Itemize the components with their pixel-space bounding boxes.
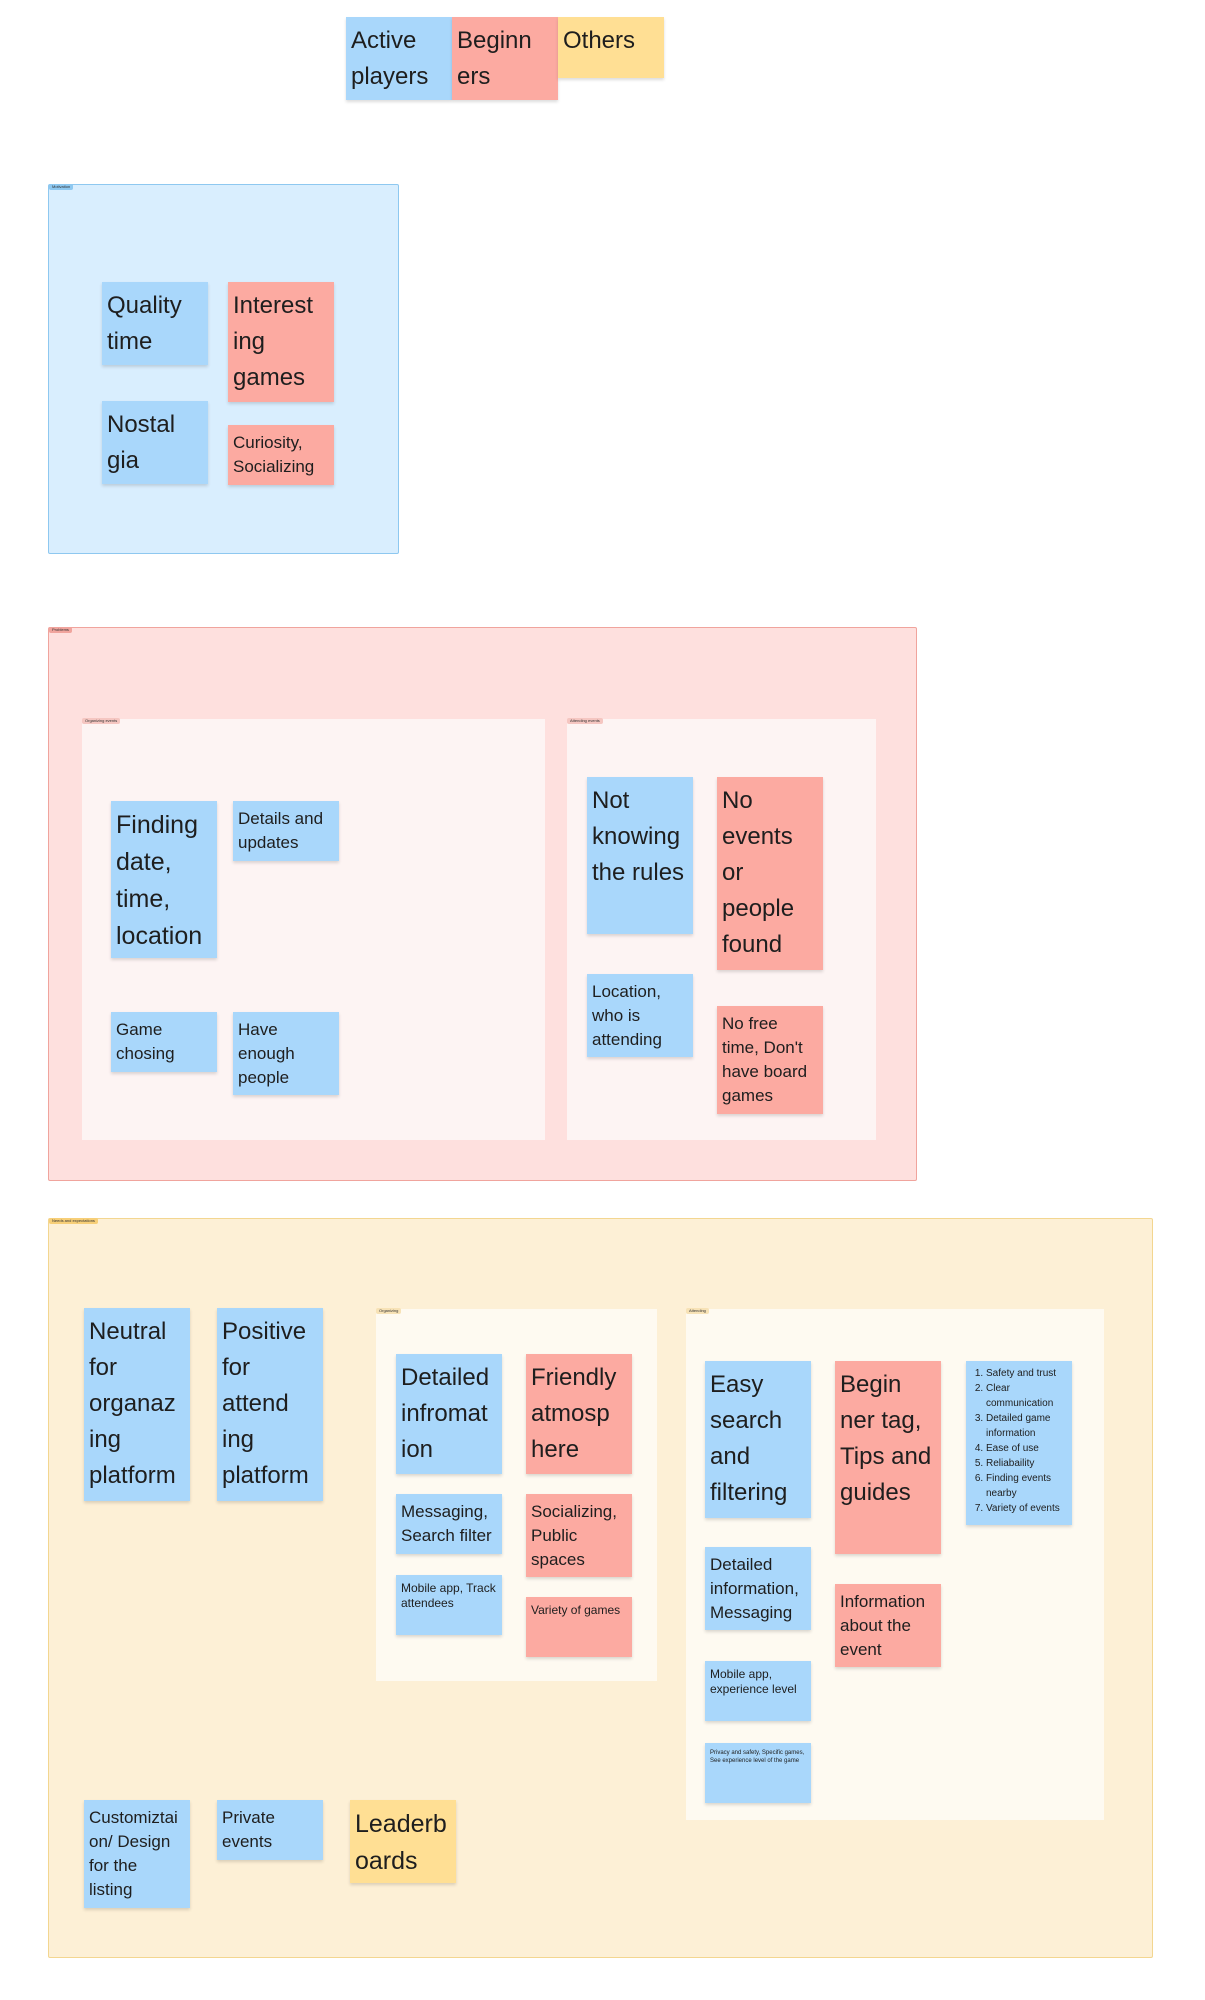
note-friendly-atmosphere[interactable]: Friendly atmosp here: [526, 1354, 632, 1474]
note-leaderboards[interactable]: Leaderb oards: [350, 1800, 456, 1883]
note-privacy-safety[interactable]: Privacy and safety, Specific games, See …: [705, 1743, 811, 1803]
note-needs-list[interactable]: Safety and trust Clear communication Det…: [966, 1361, 1072, 1525]
note-socializing-public-spaces[interactable]: Socializing, Public spaces: [526, 1494, 632, 1577]
legend-others[interactable]: Others: [558, 17, 664, 78]
needs-attending-frame[interactable]: Attending Easy search and filtering Deta…: [686, 1308, 1104, 1820]
note-details-and-updates[interactable]: Details and updates: [233, 801, 339, 861]
note-variety-of-games[interactable]: Variety of games: [526, 1597, 632, 1657]
note-mobile-app-track-attendees[interactable]: Mobile app, Track attendees: [396, 1575, 502, 1635]
note-private-events[interactable]: Private events: [217, 1800, 323, 1860]
note-information-about-event[interactable]: Information about the event: [835, 1584, 941, 1667]
note-messaging-search-filter[interactable]: Messaging, Search filter: [396, 1494, 502, 1554]
needs-organizing-tag: Organizing: [376, 1308, 402, 1314]
note-mobile-app-experience[interactable]: Mobile app, experience level: [705, 1661, 811, 1721]
note-beginner-tag-tips[interactable]: Begin ner tag, Tips and guides: [835, 1361, 941, 1554]
problems-tag: Problems: [49, 627, 72, 633]
organizing-events-frame[interactable]: Organizing events Finding date, time, lo…: [82, 718, 545, 1140]
needs-organizing-frame[interactable]: Organizing Detailed infromat ion Messagi…: [376, 1308, 657, 1681]
needs-attending-tag: Attending: [686, 1308, 709, 1314]
motivation-section[interactable]: Motivation Quality time Nostal gia Inter…: [48, 184, 399, 554]
note-location-who-attending[interactable]: Location, who is attending: [587, 974, 693, 1057]
note-detailed-information[interactable]: Detailed infromat ion: [396, 1354, 502, 1474]
note-quality-time[interactable]: Quality time: [102, 282, 208, 365]
needs-tag: Needs and expectations: [49, 1218, 98, 1224]
note-detailed-info-messaging[interactable]: Detailed information, Messaging: [705, 1547, 811, 1630]
attending-events-tag: Attending events: [567, 718, 603, 724]
legend-beginners[interactable]: Beginn ers: [452, 17, 558, 100]
note-positive-attending-platform[interactable]: Positive for attend ing platform: [217, 1308, 323, 1501]
note-customization-design[interactable]: Customiztai on/ Design for the listing: [84, 1800, 190, 1908]
needs-list-item: Variety of events: [986, 1501, 1068, 1516]
needs-list-item: Clear communication: [986, 1381, 1068, 1411]
needs-section[interactable]: Needs and expectations Neutral for organ…: [48, 1218, 1153, 1958]
attending-events-frame[interactable]: Attending events Not knowing the rules L…: [567, 718, 876, 1140]
needs-list-item: Detailed game information: [986, 1411, 1068, 1441]
note-neutral-organizing-platform[interactable]: Neutral for organaz ing platform: [84, 1308, 190, 1501]
needs-list-item: Safety and trust: [986, 1366, 1068, 1381]
note-game-chosing[interactable]: Game chosing: [111, 1012, 217, 1072]
note-no-free-time[interactable]: No free time, Don't have board games: [717, 1006, 823, 1114]
organizing-events-tag: Organizing events: [82, 718, 121, 724]
note-curiosity-socializing[interactable]: Curiosity, Socializing: [228, 425, 334, 485]
note-not-knowing-rules[interactable]: Not knowing the rules: [587, 777, 693, 934]
note-no-events-or-people[interactable]: No events or people found: [717, 777, 823, 970]
needs-list-item: Finding events nearby: [986, 1471, 1068, 1501]
note-interesting-games[interactable]: Interest ing games: [228, 282, 334, 402]
legend-active-players[interactable]: Active players: [346, 17, 452, 100]
problems-section[interactable]: Problems Organizing events Finding date,…: [48, 627, 917, 1181]
note-finding-date-time-location[interactable]: Finding date, time, location: [111, 801, 217, 958]
needs-list-item: Ease of use: [986, 1441, 1068, 1456]
note-have-enough-people[interactable]: Have enough people: [233, 1012, 339, 1095]
needs-list-item: Reliabaility: [986, 1456, 1068, 1471]
note-easy-search-filtering[interactable]: Easy search and filtering: [705, 1361, 811, 1518]
note-nostalgia[interactable]: Nostal gia: [102, 401, 208, 484]
needs-list: Safety and trust Clear communication Det…: [970, 1366, 1068, 1516]
motivation-tag: Motivation: [49, 184, 74, 190]
